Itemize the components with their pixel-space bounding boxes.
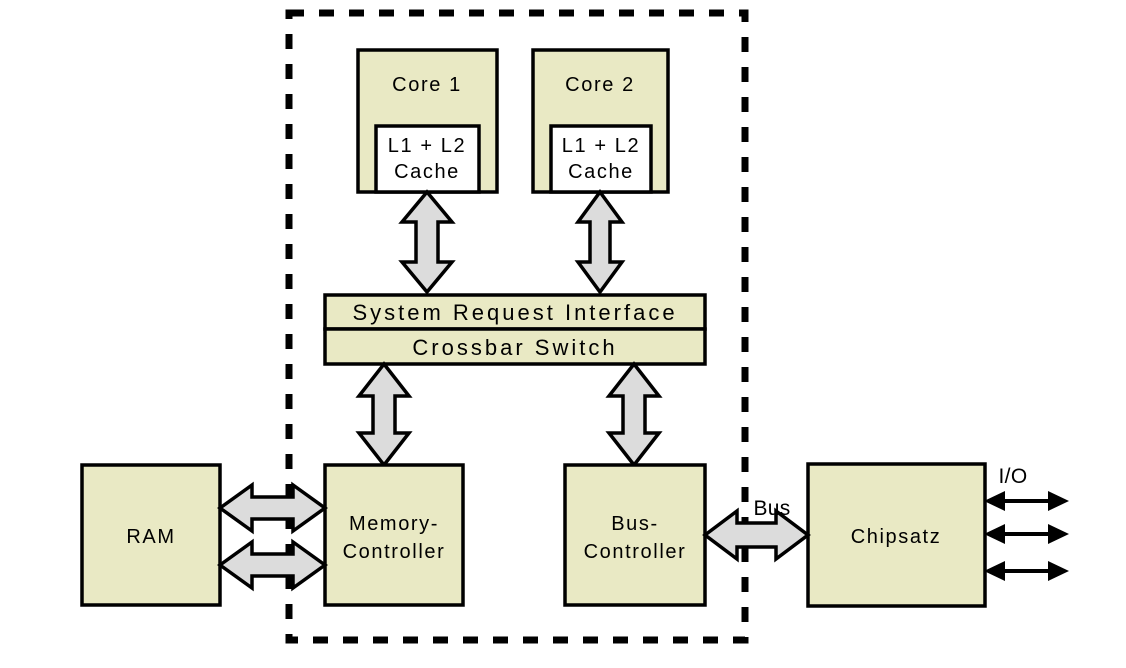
arrow-crossbar-to-bus-controller bbox=[605, 361, 663, 468]
arrow-ram-to-memory-controller-lower bbox=[217, 538, 328, 592]
arrow-core2-to-sri bbox=[574, 189, 626, 295]
io-label: I/O bbox=[999, 465, 1028, 488]
core-1-group: Core 1 L1 + L2 Cache bbox=[356, 48, 499, 194]
core-1-cache-line1: L1 + L2 bbox=[388, 135, 467, 157]
core-2-label: Core 2 bbox=[565, 74, 635, 96]
crossbar-switch-box bbox=[323, 327, 707, 366]
chipset-label: Chipsatz bbox=[851, 526, 942, 548]
memory-controller-line2: Controller bbox=[343, 541, 446, 563]
core-2-cache-box bbox=[549, 124, 653, 194]
core-2-cache-line1: L1 + L2 bbox=[562, 135, 641, 157]
core-2-group: Core 2 L1 + L2 Cache bbox=[531, 48, 670, 194]
ram-label: RAM bbox=[126, 526, 175, 548]
core-1-label: Core 1 bbox=[392, 74, 462, 96]
io-arrow-2 bbox=[984, 524, 1069, 544]
arrow-core1-to-sri bbox=[398, 189, 456, 295]
bus-label: Bus bbox=[753, 497, 790, 520]
core-1-cache-line2: Cache bbox=[394, 161, 460, 183]
io-arrow-1 bbox=[984, 491, 1069, 511]
bus-controller-box bbox=[563, 463, 707, 607]
memory-controller-line1: Memory- bbox=[349, 513, 439, 535]
arrow-crossbar-to-memory-controller bbox=[355, 361, 413, 468]
ram-box bbox=[80, 463, 222, 607]
bus-controller-line2: Controller bbox=[584, 541, 687, 563]
crossbar-switch-label: Crossbar Switch bbox=[412, 335, 617, 360]
memory-controller-box bbox=[323, 463, 465, 607]
bus-controller-line1: Bus- bbox=[611, 513, 659, 535]
arrow-bus-controller-to-chipset bbox=[702, 507, 811, 563]
core-2-cache-line2: Cache bbox=[568, 161, 634, 183]
io-arrow-3 bbox=[984, 561, 1069, 581]
system-request-interface-label: System Request Interface bbox=[352, 300, 677, 325]
arrow-ram-to-memory-controller-upper bbox=[217, 481, 328, 535]
